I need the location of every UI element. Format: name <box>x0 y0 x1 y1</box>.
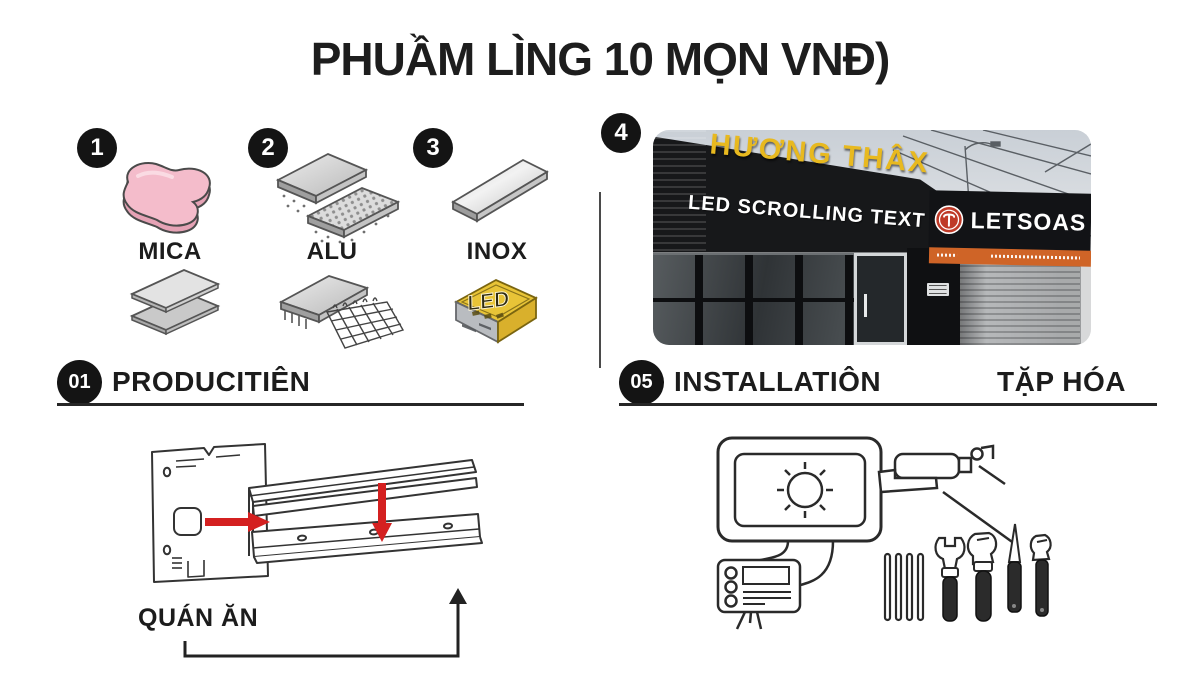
mounting-panel-icon <box>151 443 269 583</box>
material-label-mica: MICA <box>138 238 202 265</box>
section-badge-installation: 05 <box>619 360 664 405</box>
badge-number: 3 <box>426 134 440 161</box>
fascia-louvers <box>653 130 706 253</box>
badge-number: 4 <box>614 119 628 146</box>
red-arrow-down-icon <box>372 483 392 542</box>
badge-number: 01 <box>68 371 91 393</box>
red-arrow-right-icon <box>205 512 270 532</box>
column-divider-line <box>599 192 601 368</box>
photo-badge-4: 4 <box>601 113 641 153</box>
led-module-icon: LED <box>454 278 538 344</box>
controller-icon <box>716 558 802 630</box>
address-plate <box>926 282 949 296</box>
drill-icon <box>877 444 1016 546</box>
section-title-installation: INSTALLATIÔN <box>674 366 882 397</box>
material-badge-1: 1 <box>77 128 117 168</box>
alu-mesh-icon <box>278 275 405 349</box>
adjustable-wrench-icon <box>966 531 998 622</box>
storefront-photo: LETSOAS HƯƠNG THÂX LED SCROLLING TEXT <box>653 130 1091 345</box>
material-label-inox: INOX <box>466 238 528 265</box>
badge-number: 2 <box>261 134 275 161</box>
mica-sheets-icon <box>129 269 221 336</box>
diagram-caption: QUÁN ĂN <box>138 604 259 632</box>
section-title-store-type: TẶP HÓA <box>997 366 1126 397</box>
badge-number: 1 <box>90 134 104 161</box>
rods-icon <box>883 552 925 622</box>
storefront-door <box>854 252 908 345</box>
brand-name: LETSOAS <box>970 207 1087 236</box>
wall-column <box>907 248 960 345</box>
material-badge-2: 2 <box>248 128 288 168</box>
sign-rail-icon <box>248 459 483 564</box>
connector-arrow-icon <box>183 588 467 658</box>
knife-icon <box>1007 523 1022 613</box>
open-wrench-icon <box>934 536 966 622</box>
neighbor-building <box>1080 241 1091 345</box>
section-title-production: PRODUCITIÊN <box>112 366 311 397</box>
section-underline <box>619 403 1157 406</box>
material-label-alu: ALU <box>306 238 358 265</box>
inox-plate-icon <box>451 158 549 223</box>
brand-logo-icon <box>934 205 963 235</box>
sun-icon <box>777 462 833 518</box>
roller-shutter <box>959 261 1081 345</box>
mica-slab-icon <box>122 162 211 234</box>
material-badge-3: 3 <box>413 128 453 168</box>
small-wrench-icon <box>1029 533 1052 617</box>
strip-microtext <box>990 255 1080 261</box>
alu-panels-icon <box>275 153 401 244</box>
section-underline <box>57 403 524 406</box>
page-title: PHUẦM LÌNG 10 MỌN VNĐ) <box>310 33 891 85</box>
section-badge-production: 01 <box>57 360 102 405</box>
lightbox-icon <box>716 436 883 543</box>
production-diagram <box>151 443 483 583</box>
door-handle <box>863 294 867 317</box>
led-label: LED <box>467 287 509 315</box>
strip-microtext <box>937 254 957 258</box>
brand-signboard: LETSOAS <box>928 190 1091 253</box>
badge-number: 05 <box>630 371 653 393</box>
installation-illustration <box>716 436 1052 630</box>
